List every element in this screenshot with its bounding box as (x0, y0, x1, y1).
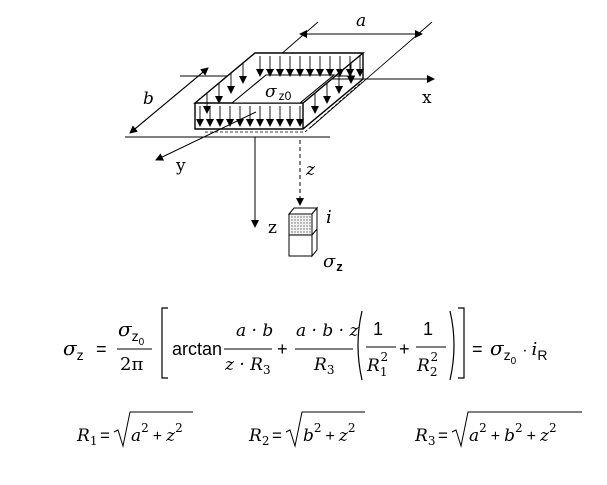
frac2-num: a · b · z (296, 321, 359, 341)
extension-line-a-right (309, 21, 433, 129)
label-z-depth: z (305, 160, 316, 180)
svg-text:=: = (438, 426, 448, 445)
arctan-label: arctan (172, 339, 222, 359)
plus-sign-1: + (277, 339, 288, 359)
soil-element (287, 206, 319, 258)
r-formulas: R1 = a2+z2 R2 = b2+z2 R3 = a2+b2+z2 (76, 411, 582, 448)
right-bracket (458, 307, 465, 379)
inner1-num: 1 (373, 319, 383, 339)
right-paren (449, 310, 455, 381)
sigma-window (230, 74, 336, 104)
sqrt-r1 (113, 411, 193, 448)
label-b: b (143, 89, 154, 109)
svg-text:R1: R1 (76, 426, 97, 448)
load-arrows-right (311, 63, 355, 114)
svg-text:a2+b2+z2: a2+b2+z2 (469, 421, 557, 446)
sqrt-r3 (451, 411, 582, 448)
formula-r1: R1 = a2+z2 (76, 411, 193, 448)
load-arrows-back (256, 56, 364, 77)
load-arrows-front (196, 106, 304, 127)
label-x: x (422, 88, 432, 108)
label-a: a (356, 11, 366, 31)
formula-lhs: σz (63, 336, 84, 363)
frac1-num: a · b (236, 321, 273, 341)
formula-r2: R2 = b2+z2 (248, 411, 365, 448)
left-bracket (161, 307, 168, 379)
label-z-axis: z (268, 218, 277, 238)
inner2-num: 1 (423, 319, 433, 339)
svg-text:R2: R2 (248, 426, 269, 448)
frac2-den: R3 (313, 355, 334, 377)
label-sigma-z: σz (323, 251, 343, 274)
equals-sign-1: = (96, 339, 107, 359)
inner1-den: R12 (366, 350, 388, 379)
load-block (125, 21, 435, 258)
frac-sigma-num: σz0 (118, 317, 145, 348)
frac-sigma-den: 2π (120, 354, 143, 375)
svg-text:=: = (100, 426, 110, 445)
sqrt-r2 (285, 411, 365, 448)
left-paren (357, 310, 363, 381)
svg-text:R3: R3 (414, 426, 435, 448)
main-formula: σz = σz0 2π arctan a · b z · R3 + a · b … (63, 307, 547, 381)
inner2-den: R22 (416, 350, 438, 379)
formula-rhs: σz0·iR (490, 336, 547, 367)
formula-r3: R3 = a2+b2+z2 (414, 411, 582, 448)
label-i: i (326, 207, 332, 228)
equals-sign-2: = (472, 339, 483, 359)
svg-text:a2+z2: a2+z2 (131, 421, 183, 446)
y-axis (155, 111, 257, 161)
plus-sign-2: + (399, 339, 410, 359)
svg-text:b2+z2: b2+z2 (303, 421, 355, 446)
load-arrows-left (203, 63, 247, 114)
label-y: y (175, 156, 186, 176)
frac1-den: z · R3 (224, 355, 271, 377)
svg-text:=: = (272, 426, 282, 445)
